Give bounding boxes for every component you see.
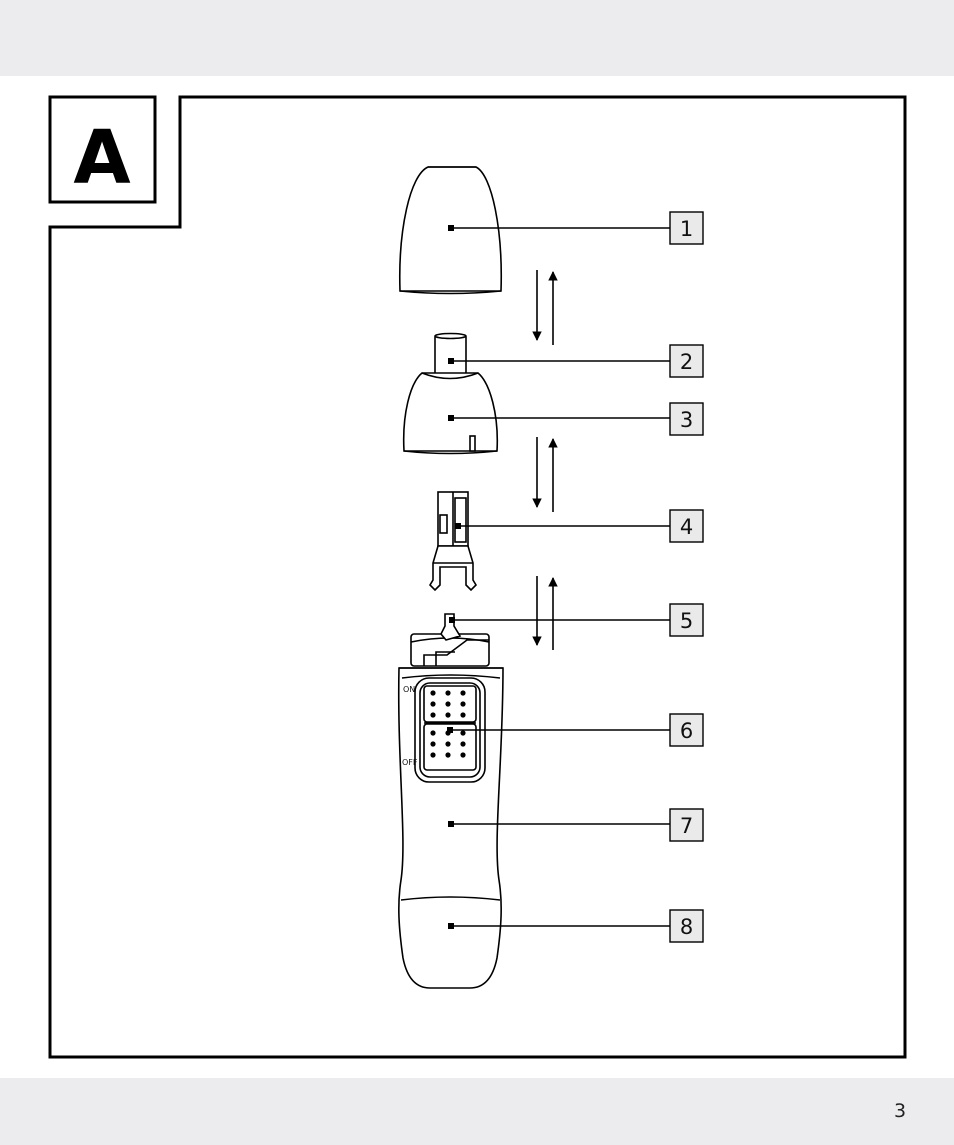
callout-3-label: 3 bbox=[680, 408, 693, 432]
trimmer-head-drawing bbox=[404, 373, 498, 454]
callout-7-label: 7 bbox=[680, 814, 693, 838]
switch-off-label: OFF bbox=[402, 758, 418, 767]
assembly-arrows bbox=[537, 270, 553, 650]
callout-6-label: 6 bbox=[680, 719, 693, 743]
callout-5: 5 bbox=[449, 604, 703, 636]
callout-8-label: 8 bbox=[680, 915, 693, 939]
callout-1-label: 1 bbox=[680, 217, 693, 241]
adapter-drawing bbox=[430, 492, 476, 590]
switch-on-label: ON bbox=[403, 685, 415, 694]
callout-4: 4 bbox=[455, 510, 703, 542]
callout-5-label: 5 bbox=[680, 609, 693, 633]
callout-2-label: 2 bbox=[680, 350, 693, 374]
callout-4-label: 4 bbox=[680, 515, 693, 539]
section-letter: A bbox=[73, 115, 130, 201]
handle-drawing bbox=[399, 614, 503, 988]
rotating-blade-drawing bbox=[435, 334, 466, 376]
callout-2: 2 bbox=[448, 345, 703, 377]
